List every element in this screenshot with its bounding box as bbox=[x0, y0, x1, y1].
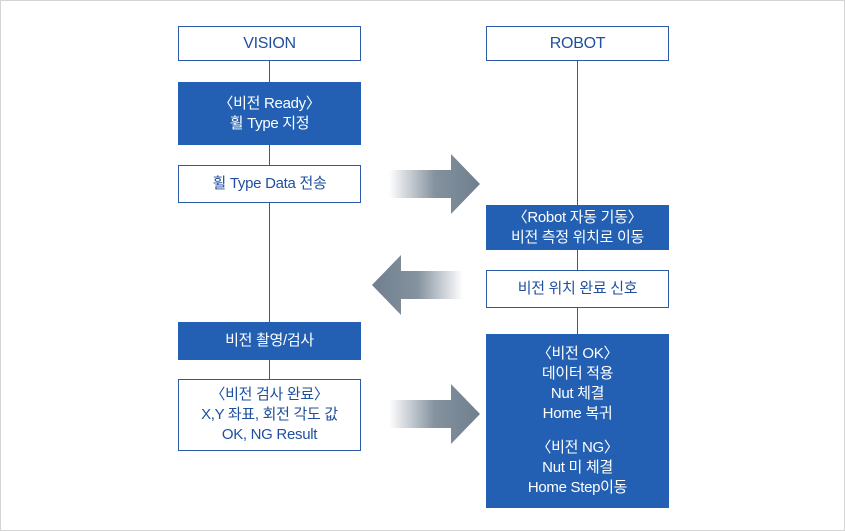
robot-ok-line: Nut 체결 bbox=[550, 385, 605, 402]
vision-step-result: 〈비전 검사 완료〉 X,Y 좌표, 회전 각도 값 OK, NG Result bbox=[178, 379, 361, 451]
robot-header-label: ROBOT bbox=[549, 34, 606, 52]
robot-header: ROBOT bbox=[486, 26, 669, 61]
robot-ok-line: 데이터 적용 bbox=[541, 365, 614, 382]
arrow-left-icon bbox=[372, 255, 463, 315]
robot-ng-title: 〈비전 NG〉 bbox=[536, 439, 619, 456]
vision-result-coords: X,Y 좌표, 회전 각도 값 bbox=[201, 406, 338, 423]
vision-connector-line bbox=[269, 60, 270, 380]
vision-inspect-label: 비전 촬영/검사 bbox=[225, 332, 314, 349]
robot-step-position-signal: 비전 위치 완료 신호 bbox=[486, 270, 669, 308]
robot-ng-line: Nut 미 체결 bbox=[542, 459, 613, 476]
arrow-right-icon bbox=[389, 384, 480, 444]
robot-position-signal-label: 비전 위치 완료 신호 bbox=[517, 280, 638, 297]
vision-step-send-data: 휠 Type Data 전송 bbox=[178, 165, 361, 203]
vision-ready-detail: 휠 Type 지정 bbox=[229, 114, 310, 132]
robot-auto-start-title: 〈Robot 자동 기동〉 bbox=[512, 208, 643, 226]
vision-ready-title: 〈비전 Ready〉 bbox=[218, 94, 321, 112]
robot-auto-start-detail: 비전 측정 위치로 이동 bbox=[510, 228, 645, 246]
vision-header: VISION bbox=[178, 26, 361, 61]
vision-send-data-label: 휠 Type Data 전송 bbox=[212, 175, 327, 192]
robot-ok-title: 〈비전 OK〉 bbox=[536, 345, 619, 362]
vision-header-label: VISION bbox=[243, 34, 296, 52]
robot-step-final: 〈비전 OK〉 데이터 적용 Nut 체결 Home 복귀 〈비전 NG〉 Nu… bbox=[486, 334, 669, 508]
robot-ok-line: Home 복귀 bbox=[542, 405, 613, 422]
robot-ng-line: Home Step이동 bbox=[527, 479, 628, 496]
arrow-right-icon bbox=[389, 154, 480, 214]
robot-connector-line bbox=[577, 60, 578, 335]
vision-result-title: 〈비전 검사 완료〉 bbox=[210, 386, 329, 403]
robot-step-auto-start: 〈Robot 자동 기동〉 비전 측정 위치로 이동 bbox=[486, 205, 669, 250]
vision-step-ready: 〈비전 Ready〉 휠 Type 지정 bbox=[178, 82, 361, 145]
vision-result-status: OK, NG Result bbox=[221, 426, 318, 443]
vision-step-inspect: 비전 촬영/검사 bbox=[178, 322, 361, 360]
